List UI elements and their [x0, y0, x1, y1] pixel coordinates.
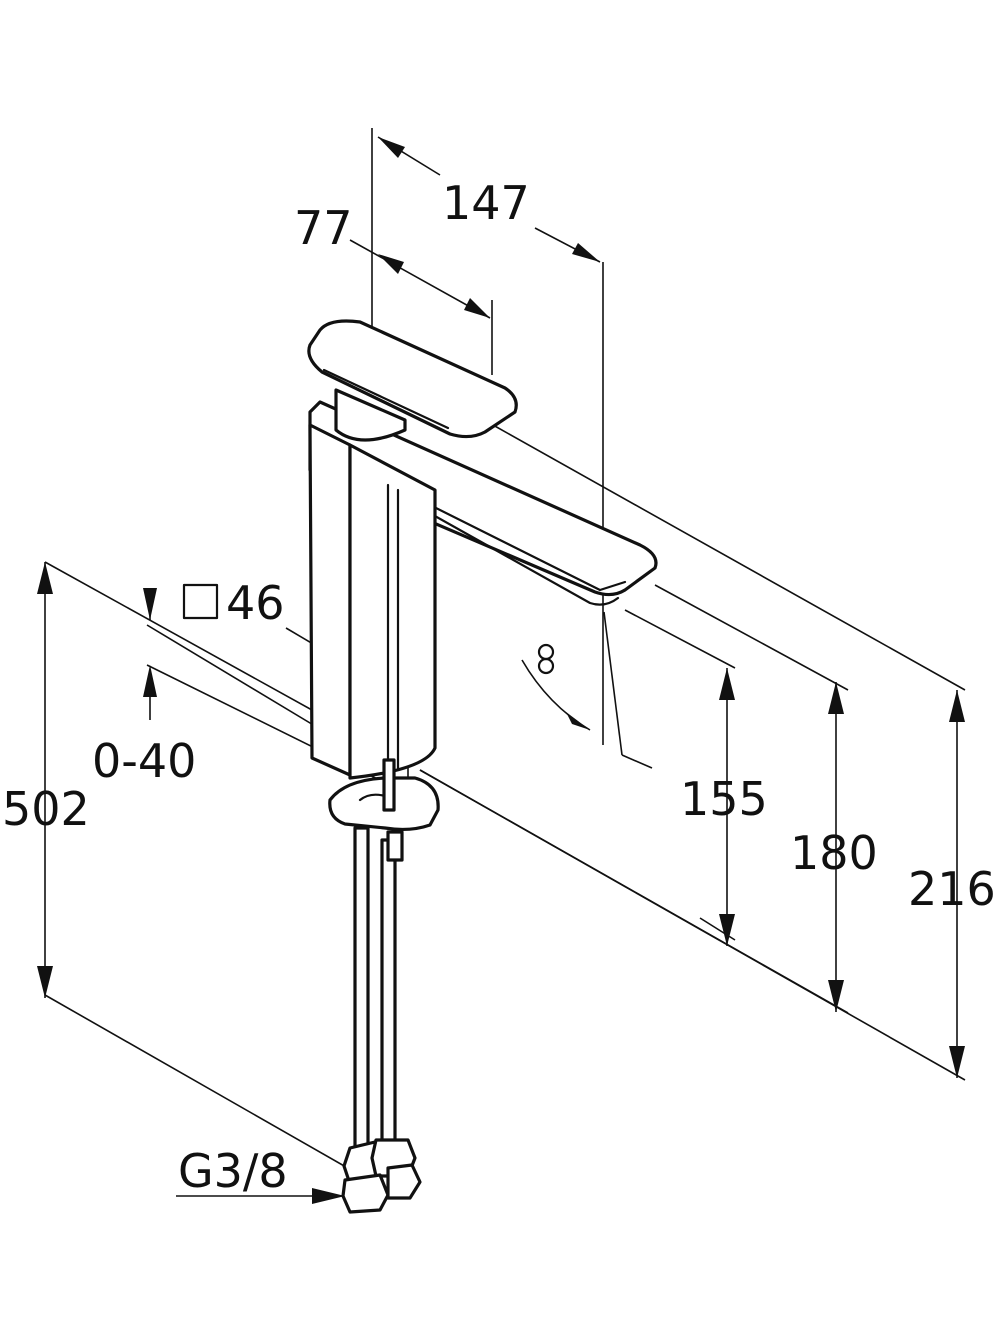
faucet-body	[307, 319, 658, 832]
swivel-symbol	[537, 643, 555, 675]
dimension-arrows	[37, 137, 965, 1204]
dim-handle-width: 77	[294, 201, 353, 255]
dim-hose-length: 502	[2, 782, 90, 836]
dim-outlet-height: 180	[790, 826, 878, 880]
dim-connection-thread: G3/8	[178, 1144, 288, 1198]
dimension-lines	[44, 128, 966, 1197]
dim-total-height: 216	[908, 862, 996, 916]
dim-handle-reach: 147	[442, 176, 530, 230]
dim-spout-height: 155	[680, 772, 768, 826]
square-icon	[182, 583, 219, 620]
supply-hoses	[341, 826, 422, 1214]
dim-body-square: 46	[226, 576, 285, 630]
dim-deck-thickness: 0-40	[92, 734, 197, 788]
